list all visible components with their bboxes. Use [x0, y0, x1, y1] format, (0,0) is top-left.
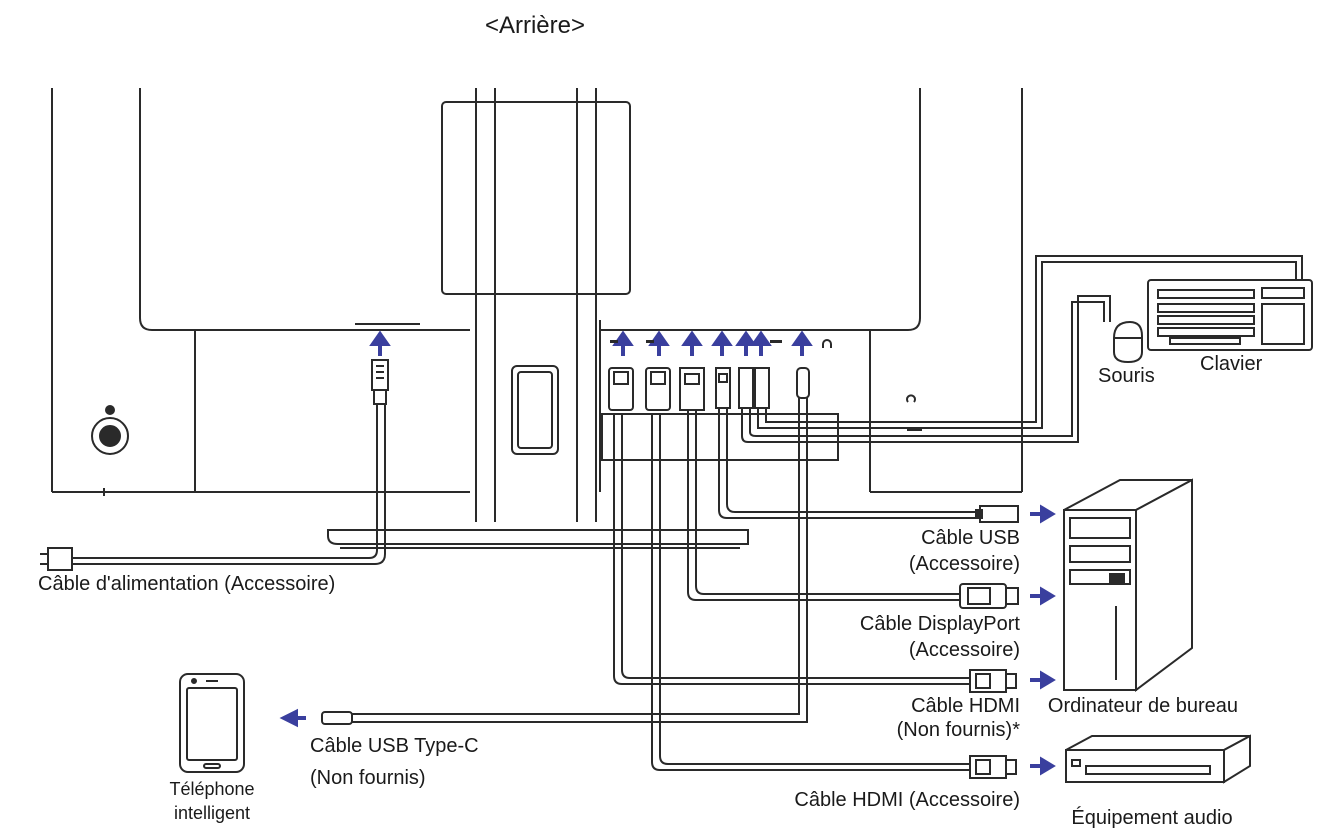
mouse-label: Souris	[1098, 365, 1155, 387]
power-cable	[40, 359, 389, 571]
audio-equipment-icon	[1065, 734, 1251, 784]
view-title: <Arrière>	[484, 12, 586, 39]
audio-equipment-label: Équipement audio	[1071, 807, 1233, 829]
stand	[327, 88, 749, 549]
mouse-icon	[1113, 320, 1143, 364]
hdmi-cable-1-note: (Non fournis)*	[896, 719, 1020, 741]
desktop-computer-icon	[1063, 478, 1193, 692]
usb-c-cable-note: (Non fournis)	[310, 767, 426, 789]
displayport-cable-note: (Accessoire)	[908, 639, 1020, 661]
port-icons	[610, 339, 832, 348]
usb-cable-note: (Accessoire)	[908, 553, 1020, 575]
output-arrows	[279, 504, 1056, 776]
monitor-back	[51, 88, 1023, 493]
port-arrows	[369, 330, 813, 356]
hdmi-cable-2-label: Câble HDMI (Accessoire)	[794, 789, 1020, 811]
phone-label-line1: Téléphone	[169, 779, 255, 799]
usb-cable-label: Câble USB	[921, 527, 1020, 549]
hdmi-cable-1	[608, 367, 1017, 693]
desktop-label: Ordinateur de bureau	[1047, 695, 1239, 717]
usb-c-cable	[321, 367, 810, 725]
smartphone-icon	[179, 673, 245, 773]
hdmi-cable-1-label: Câble HDMI	[911, 695, 1020, 717]
keyboard-label: Clavier	[1200, 353, 1263, 375]
usb-c-cable-label: Câble USB Type-C	[310, 735, 479, 757]
hdmi-cable-2	[645, 367, 1017, 779]
usb-downstream-cables	[738, 255, 1303, 443]
usb-cable	[715, 367, 1019, 523]
keyboard-icon	[1147, 279, 1313, 351]
displayport-cable	[679, 367, 1019, 609]
displayport-cable-label: Câble DisplayPort	[859, 613, 1020, 635]
phone-label-line2: intelligent	[173, 803, 251, 823]
power-cable-label: Câble d'alimentation (Accessoire)	[38, 573, 336, 595]
joystick-button	[91, 405, 129, 496]
